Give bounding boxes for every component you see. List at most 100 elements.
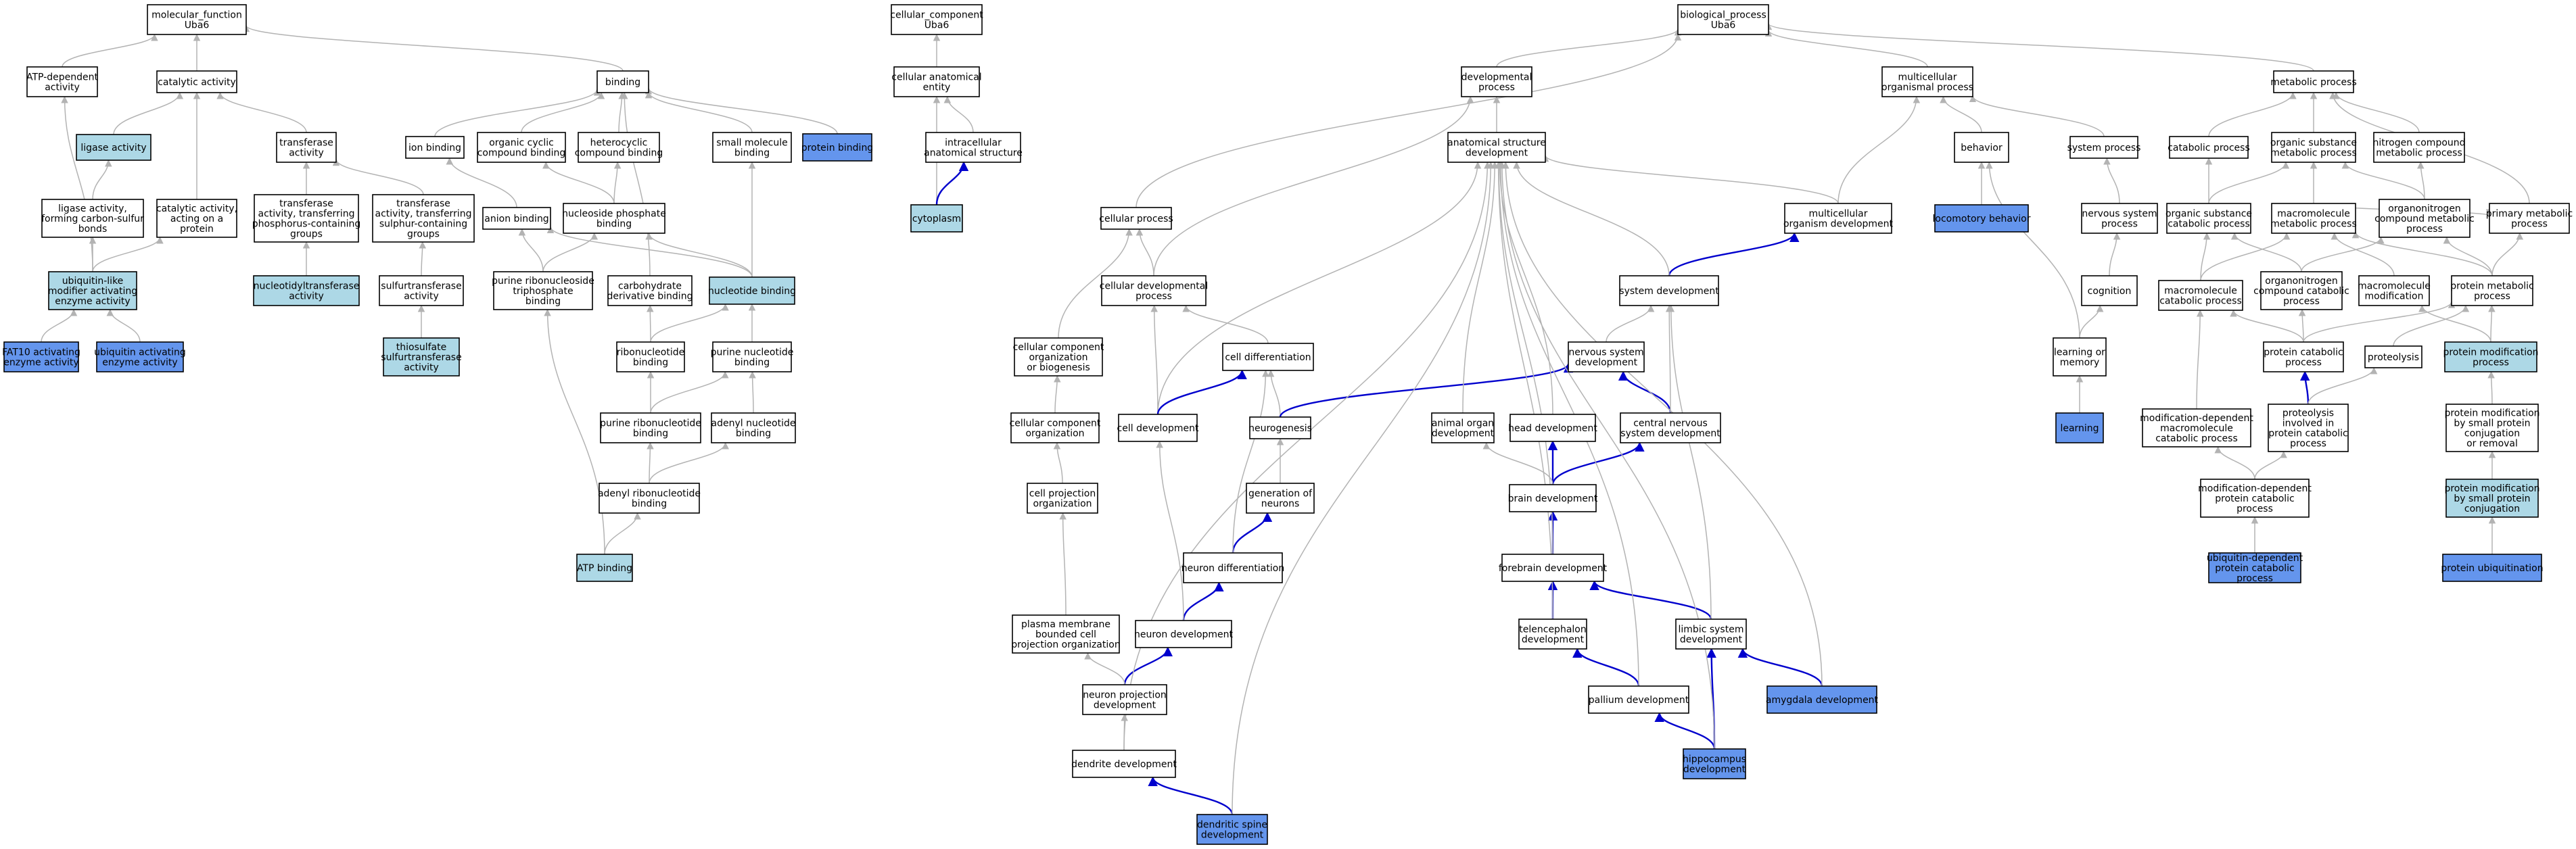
node-anion_binding[interactable]: anion binding: [482, 207, 551, 230]
node-nucleotide_binding[interactable]: nucleotide binding: [708, 276, 796, 305]
node-amygdala[interactable]: amygdala development: [1766, 685, 1879, 714]
node-learning[interactable]: learning: [2055, 412, 2104, 443]
node-brain_dev[interactable]: brain development: [1508, 484, 1598, 512]
node-metabolic[interactable]: metabolic process: [2270, 70, 2357, 93]
node-system_dev[interactable]: system development: [1619, 275, 1719, 306]
node-catalytic[interactable]: catalytic activity: [156, 70, 237, 93]
node-head_dev[interactable]: head development: [1508, 414, 1597, 442]
node-dendrite_dev[interactable]: dendrite development: [1071, 750, 1177, 778]
node-binding[interactable]: binding: [596, 70, 649, 93]
node-protein_ubiq[interactable]: protein ubiquitination: [2441, 554, 2544, 582]
node-ion_binding[interactable]: ion binding: [405, 136, 465, 159]
node-cellular_process[interactable]: cellular process: [1099, 207, 1173, 230]
node-mod_dep_macro_cat[interactable]: modification-dependentmacromoleculecatab…: [2140, 408, 2253, 447]
node-locomotory[interactable]: locomotory behavior: [1933, 204, 2031, 233]
node-cell_development[interactable]: cell development: [1117, 414, 1199, 442]
edge-nitrogen_met-to-metabolic: [2333, 91, 2420, 133]
node-neuron_dev[interactable]: neuron development: [1134, 620, 1234, 648]
node-proteolysis[interactable]: proteolysis: [2364, 345, 2422, 368]
node-catabolic[interactable]: catabolic process: [2168, 136, 2250, 159]
node-neuron_diff[interactable]: neuron differentiation: [1181, 552, 1284, 583]
node-neurogenesis[interactable]: neurogenesis: [1248, 416, 1312, 439]
node-atp_binding[interactable]: ATP binding: [576, 554, 633, 582]
node-behavior[interactable]: behavior: [1954, 132, 2009, 163]
node-pallium[interactable]: pallium development: [1588, 685, 1689, 714]
edge-neuron_dev-to-neuron_diff: [1182, 581, 1224, 621]
node-cognition[interactable]: cognition: [2081, 275, 2138, 306]
node-ligase_cs[interactable]: ligase activity,forming carbon-sulfurbon…: [41, 199, 144, 238]
node-forebrain_dev[interactable]: forebrain development: [1499, 554, 1608, 582]
node-protein_binding[interactable]: protein binding: [801, 133, 873, 162]
node-ligase[interactable]: ligase activity: [76, 134, 151, 161]
node-cell_diff[interactable]: cell differentiation: [1222, 343, 1314, 371]
edge-mod_dep_macro_cat-to-macromol_cat: [2196, 309, 2204, 410]
node-cytoplasm[interactable]: cytoplasm: [910, 204, 963, 233]
node-system_process[interactable]: system process: [2067, 136, 2141, 159]
